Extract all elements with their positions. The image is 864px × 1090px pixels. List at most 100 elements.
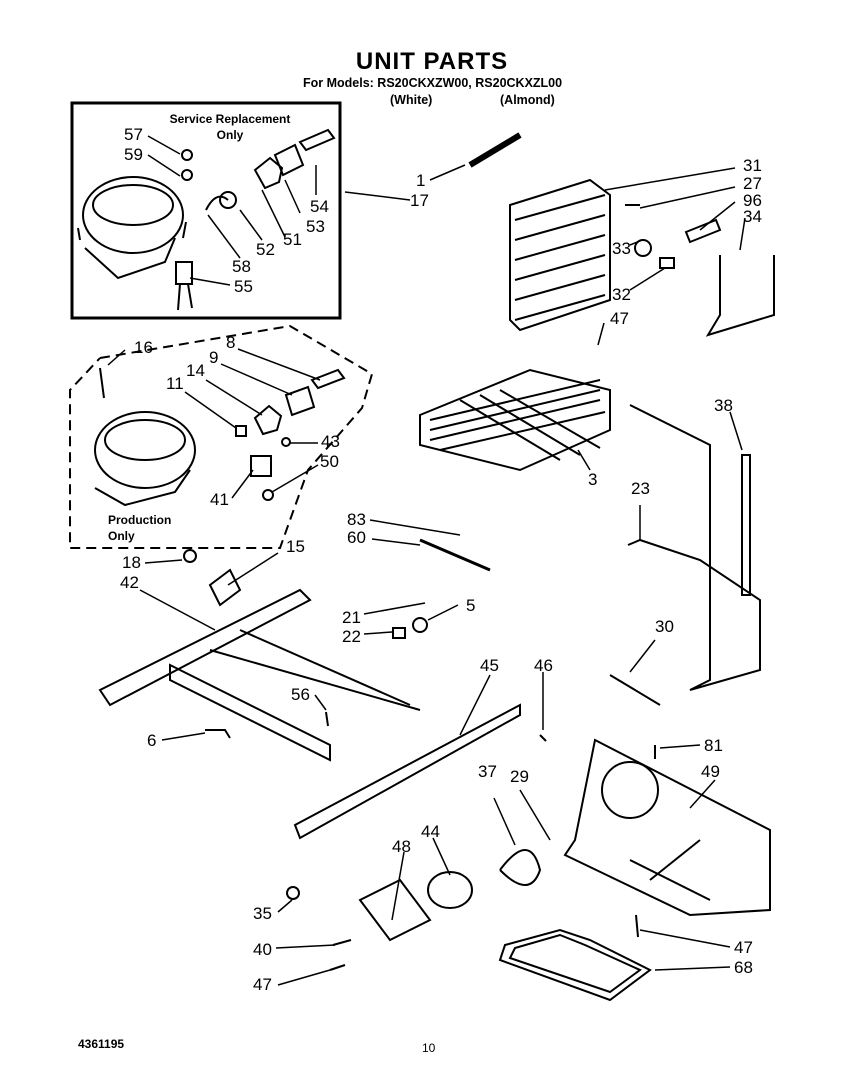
part-5 bbox=[412, 617, 428, 633]
callout-8: 8 bbox=[226, 333, 236, 352]
callout-54: 54 bbox=[310, 197, 329, 216]
callout-55: 55 bbox=[234, 277, 253, 296]
callout-17: 17 bbox=[410, 191, 429, 210]
part-9 bbox=[284, 385, 316, 417]
bracket-48 bbox=[358, 878, 432, 942]
callout-37: 37 bbox=[478, 762, 497, 781]
part-47-screw bbox=[329, 964, 346, 971]
callout-38: 38 bbox=[714, 396, 733, 415]
callout-44: 44 bbox=[421, 822, 440, 841]
callout-51: 51 bbox=[283, 230, 302, 249]
callout-14: 14 bbox=[186, 361, 205, 380]
callout-6: 6 bbox=[147, 731, 157, 750]
callout-42: 42 bbox=[120, 573, 139, 592]
compressor-production-drawing bbox=[94, 411, 196, 507]
part-6 bbox=[205, 729, 231, 739]
part-1 bbox=[468, 132, 522, 168]
part-55 bbox=[175, 261, 193, 285]
evaporator-31 bbox=[509, 178, 611, 332]
service-replacement-line2: Only bbox=[216, 128, 244, 143]
callout-47-top: 47 bbox=[610, 309, 629, 328]
callout-47-left: 47 bbox=[253, 975, 272, 994]
part-34 bbox=[705, 255, 775, 337]
callout-23: 23 bbox=[631, 479, 650, 498]
part-38 bbox=[741, 454, 751, 596]
callout-59: 59 bbox=[124, 145, 143, 164]
part-57 bbox=[181, 149, 193, 161]
callout-35: 35 bbox=[253, 904, 272, 923]
part-96 bbox=[684, 218, 722, 244]
service-replacement-label: Service Replacement Only bbox=[160, 111, 300, 143]
part-33 bbox=[634, 239, 652, 257]
part-54 bbox=[298, 128, 336, 152]
callout-56: 56 bbox=[291, 685, 310, 704]
part-30 bbox=[609, 674, 661, 706]
callout-83: 83 bbox=[347, 510, 366, 529]
callout-81: 81 bbox=[704, 736, 723, 755]
callout-68: 68 bbox=[734, 958, 753, 977]
callout-34: 34 bbox=[743, 207, 762, 226]
frame-42 bbox=[98, 588, 421, 762]
part-15 bbox=[208, 568, 242, 607]
callout-33: 33 bbox=[612, 239, 631, 258]
callout-27: 27 bbox=[743, 174, 762, 193]
part-46 bbox=[539, 734, 547, 742]
callout-40: 40 bbox=[253, 940, 272, 959]
callout-58: 58 bbox=[232, 257, 251, 276]
part-11 bbox=[235, 425, 247, 437]
callout-41: 41 bbox=[210, 490, 229, 509]
part-40 bbox=[332, 939, 352, 946]
callout-1: 1 bbox=[416, 171, 426, 190]
callout-16: 16 bbox=[134, 338, 153, 357]
callout-11: 11 bbox=[166, 374, 184, 393]
part-56 bbox=[325, 711, 329, 727]
callout-60: 60 bbox=[347, 528, 366, 547]
service-replacement-line1: Service Replacement bbox=[169, 112, 291, 126]
page-number: 10 bbox=[422, 1041, 436, 1055]
part-53 bbox=[273, 143, 305, 177]
callout-48: 48 bbox=[392, 837, 411, 856]
part-35 bbox=[286, 886, 300, 900]
part-14 bbox=[253, 404, 283, 436]
callout-9: 9 bbox=[209, 348, 219, 367]
callout-5: 5 bbox=[466, 596, 476, 615]
fan-37 bbox=[499, 849, 542, 886]
production-only-line2: Only bbox=[108, 529, 135, 544]
callout-46: 46 bbox=[534, 656, 553, 675]
production-only-line1: Production bbox=[108, 513, 172, 527]
callout-18: 18 bbox=[122, 553, 141, 572]
callout-15: 15 bbox=[286, 537, 305, 556]
part-8 bbox=[310, 368, 346, 390]
rail-45 bbox=[293, 703, 521, 840]
part-50 bbox=[262, 489, 274, 501]
page-title: UNIT PARTS bbox=[355, 48, 509, 75]
tube-23 bbox=[627, 404, 761, 691]
part-51 bbox=[253, 156, 284, 190]
callout-30: 30 bbox=[655, 617, 674, 636]
part-18 bbox=[183, 549, 197, 563]
callout-29: 29 bbox=[510, 767, 529, 786]
callout-53: 53 bbox=[306, 217, 325, 236]
part-60 bbox=[419, 538, 491, 572]
service-replacement-box bbox=[70, 101, 342, 320]
callout-21: 21 bbox=[342, 608, 361, 627]
color-almond-label: (Almond) bbox=[500, 93, 555, 107]
callout-31: 31 bbox=[743, 156, 762, 175]
production-only-label: Production Only bbox=[108, 512, 171, 544]
part-43 bbox=[281, 437, 291, 447]
models-line: For Models: RS20CKXZW00, RS20CKXZL00 bbox=[303, 76, 563, 90]
callout-52: 52 bbox=[256, 240, 275, 259]
callout-49: 49 bbox=[701, 762, 720, 781]
part-22 bbox=[392, 627, 406, 639]
callout-47-right: 47 bbox=[734, 938, 753, 957]
callout-32: 32 bbox=[612, 285, 631, 304]
callout-45: 45 bbox=[480, 656, 499, 675]
part-52 bbox=[219, 191, 237, 209]
bracket-49 bbox=[563, 738, 771, 917]
part-32 bbox=[659, 257, 675, 269]
callout-96: 96 bbox=[743, 191, 762, 210]
part-47-lower bbox=[635, 914, 639, 938]
callout-50: 50 bbox=[320, 452, 339, 471]
callout-22: 22 bbox=[342, 627, 361, 646]
